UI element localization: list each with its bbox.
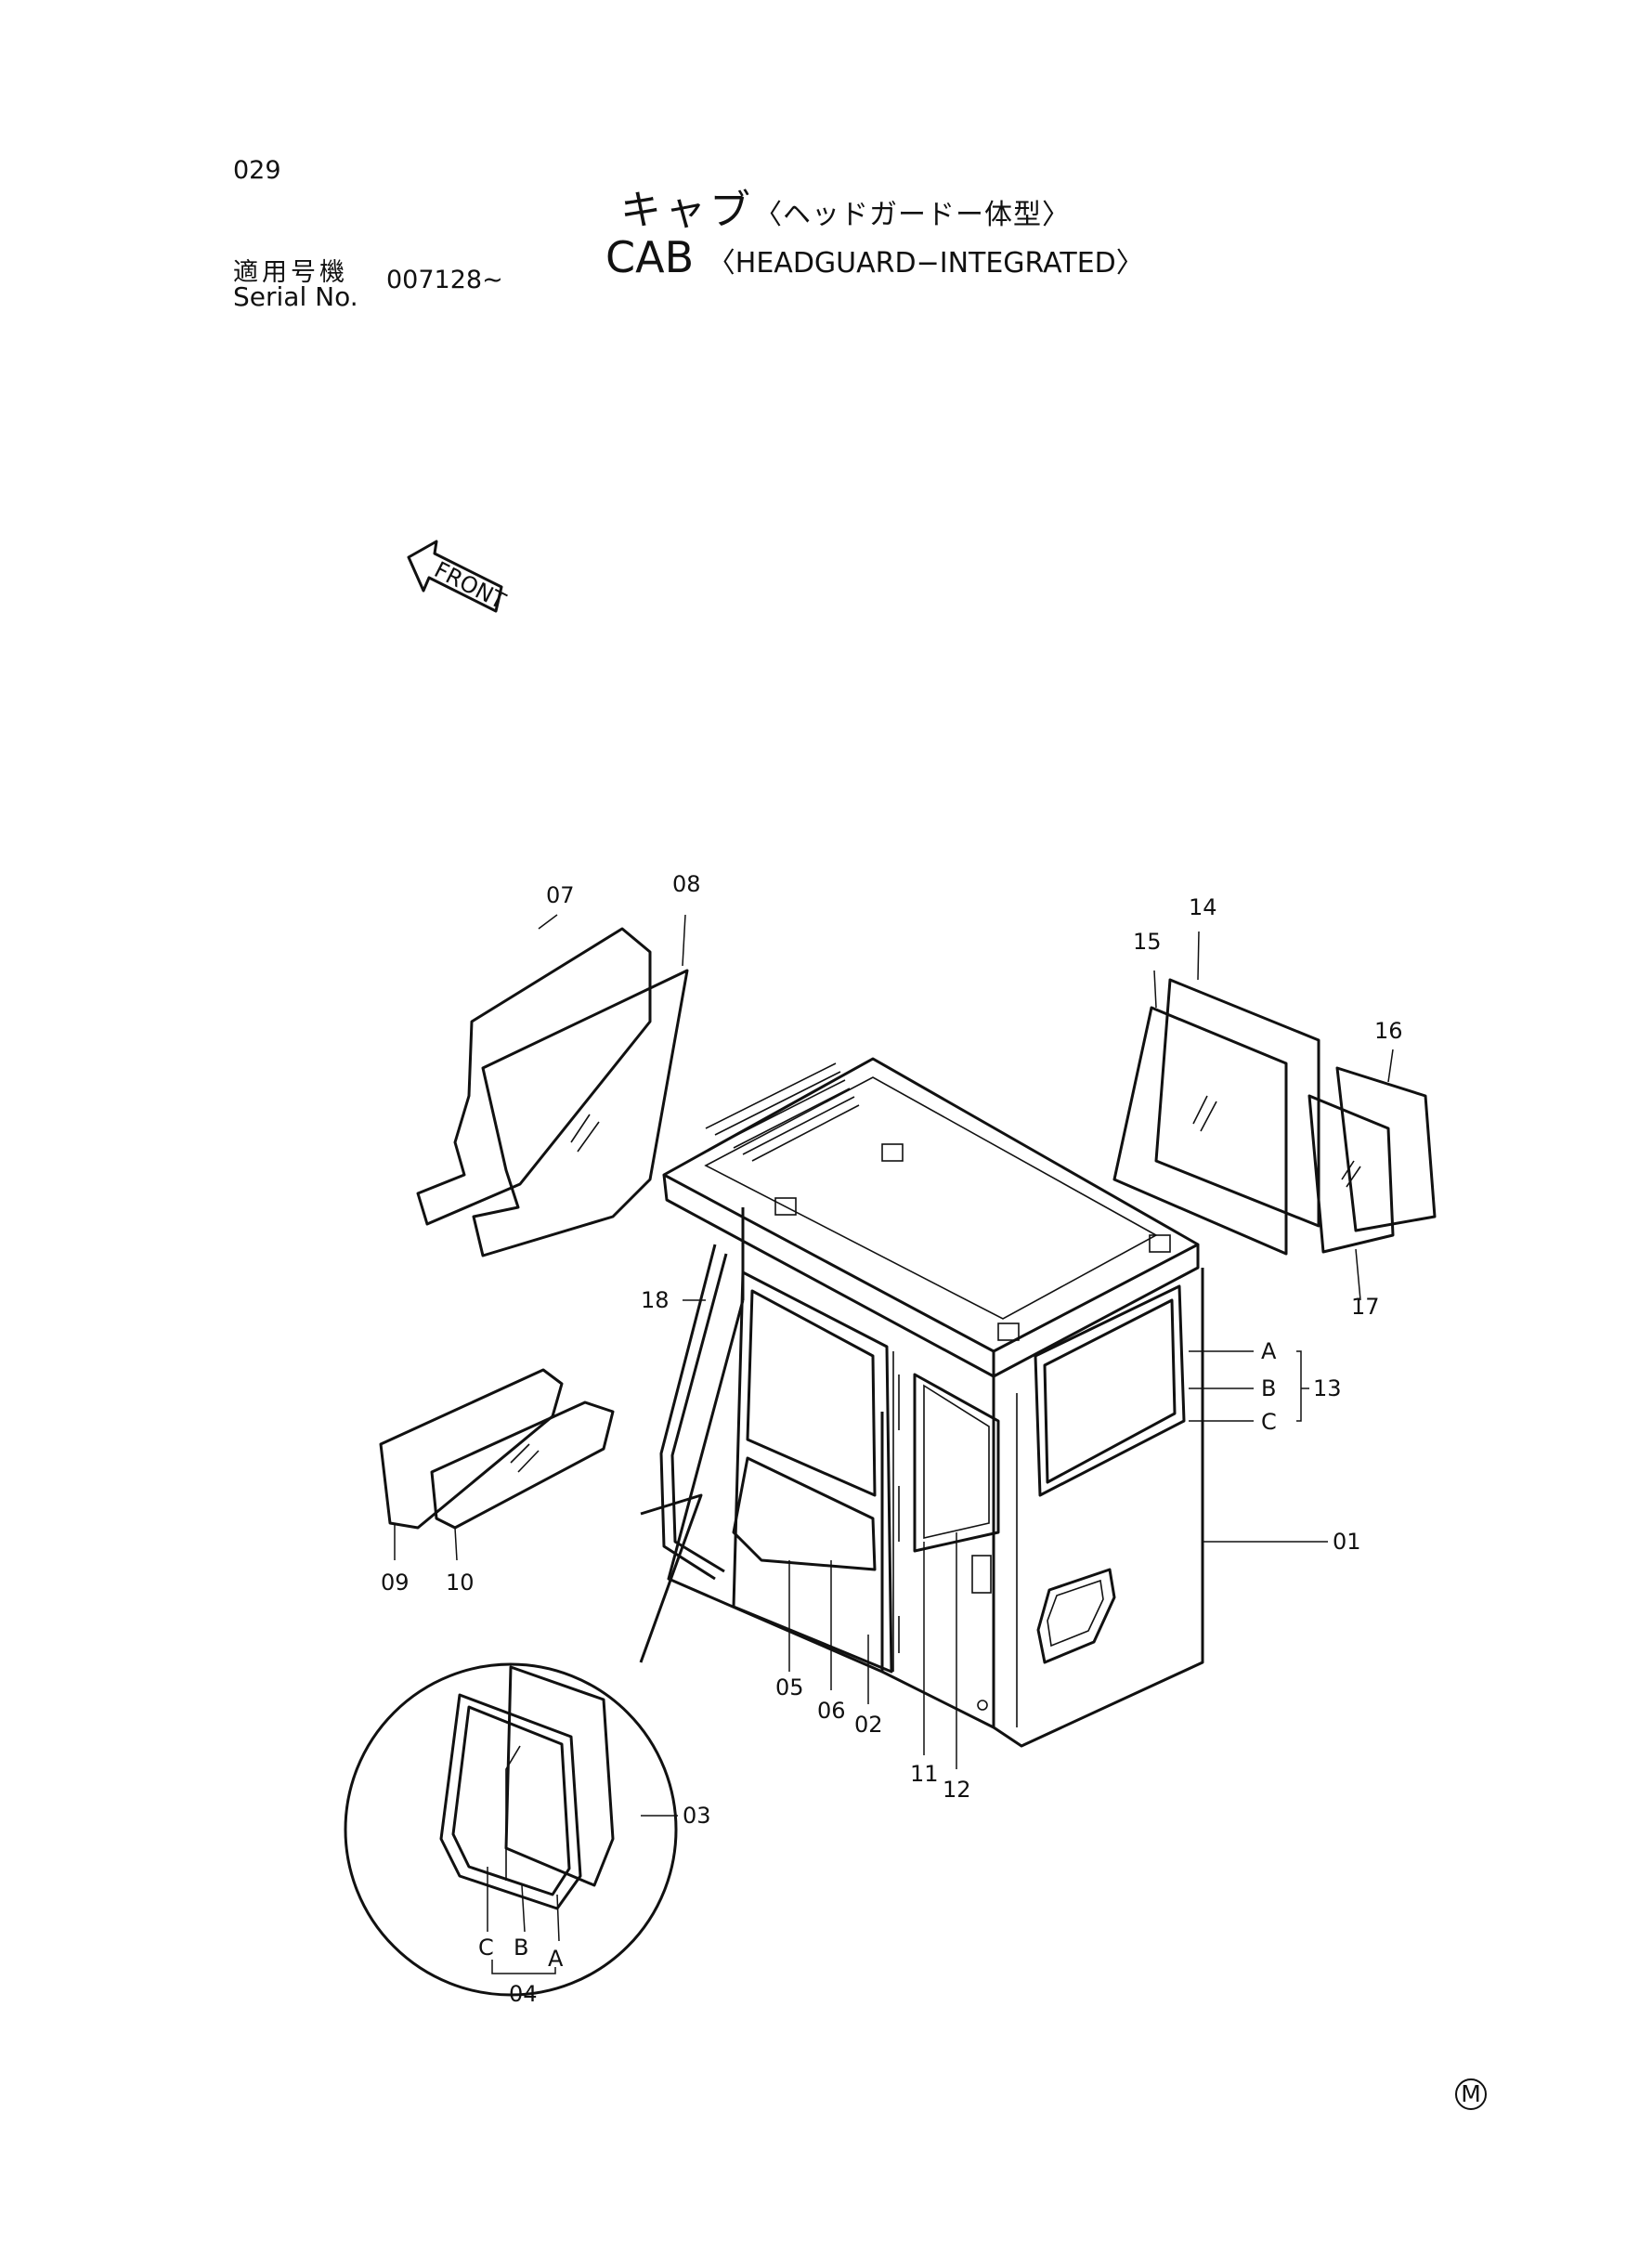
- glass-seal-14: [1154, 978, 1320, 1228]
- cab-roof: [662, 1057, 1200, 1378]
- roof-bracket: [1149, 1234, 1171, 1253]
- callout-02: 02: [854, 1712, 883, 1738]
- front-window-11-12: [913, 1373, 1000, 1553]
- title-en-main: CAB: [605, 232, 695, 282]
- callout-07: 07: [546, 882, 575, 908]
- title-english: CAB 〈HEADGUARD−INTEGRATED〉: [605, 232, 1144, 282]
- glass-seal-07: [416, 927, 652, 1226]
- callout-04: 04: [509, 1981, 538, 2007]
- serial-label-jp: 適用号機: [233, 258, 348, 287]
- callout-10: 10: [446, 1570, 475, 1596]
- title-jp-subtitle: 〈ヘッドガードー体型〉: [754, 199, 1071, 231]
- serial-value: 007128∼: [386, 266, 503, 294]
- rear-glass-14-15: [1112, 978, 1320, 1256]
- roof-vent-slots: [705, 1062, 860, 1162]
- callout-04-c: C: [478, 1935, 494, 1961]
- callout-13-c: C: [1261, 1409, 1277, 1435]
- door-lock: [977, 1700, 988, 1711]
- callout-12: 12: [943, 1777, 971, 1803]
- title-jp-main: キャブ: [620, 187, 754, 234]
- glass-17: [1307, 1094, 1395, 1254]
- front-arrow-icon: FRONT: [407, 540, 510, 615]
- callout-08: 08: [672, 871, 701, 897]
- callout-01: 01: [1333, 1529, 1361, 1555]
- title-japanese: キャブ〈ヘッドガードー体型〉: [620, 176, 1071, 236]
- callout-03: 03: [683, 1803, 711, 1829]
- front-glass-07-08: [416, 927, 689, 1257]
- callout-09: 09: [381, 1570, 410, 1596]
- glass-10: [430, 1401, 615, 1530]
- callout-leaders: [394, 914, 1394, 1974]
- title-en-subtitle: 〈HEADGUARD−INTEGRATED〉: [707, 247, 1144, 280]
- cab-body-01: [667, 1207, 1204, 1748]
- callout-04-b: B: [514, 1935, 528, 1961]
- glass-seal-09: [379, 1368, 564, 1530]
- roof-bracket: [774, 1197, 797, 1216]
- serial-label-en: Serial No.: [233, 281, 358, 312]
- rear-lower-window: [1036, 1568, 1116, 1664]
- side-window-frame: [1034, 1284, 1186, 1497]
- callout-06: 06: [817, 1698, 846, 1724]
- roof-bracket: [881, 1143, 904, 1162]
- page-number: 029: [233, 156, 281, 185]
- callout-11: 11: [910, 1761, 939, 1787]
- callout-17: 17: [1351, 1294, 1380, 1320]
- detail-glass-04: [439, 1693, 582, 1910]
- roof-bracket: [997, 1322, 1020, 1341]
- callout-05: 05: [775, 1674, 804, 1700]
- side-window-glass: [1043, 1298, 1177, 1484]
- m-mark-symbol: M: [1455, 2078, 1487, 2110]
- callout-04-a: A: [548, 1946, 564, 1972]
- door-lower-glass: [732, 1456, 877, 1571]
- detail-pointer: [639, 1493, 703, 1663]
- lower-glass-09-10: [379, 1368, 615, 1530]
- callout-15: 15: [1133, 929, 1162, 955]
- glass-15: [1112, 1006, 1288, 1256]
- glass-08: [472, 969, 689, 1257]
- callout-13-a: A: [1261, 1338, 1277, 1364]
- cab-door-02: [732, 1270, 1000, 1674]
- door-seal-18: [659, 1244, 717, 1581]
- side-glass-16-17: [1307, 1066, 1437, 1254]
- front-label: FRONT: [430, 556, 510, 614]
- door-latch: [971, 1555, 992, 1594]
- callout-13-b: B: [1261, 1375, 1276, 1401]
- callout-18: 18: [641, 1287, 670, 1313]
- callout-16: 16: [1374, 1018, 1403, 1044]
- glass-seal-16: [1335, 1066, 1437, 1232]
- callout-14: 14: [1189, 894, 1217, 920]
- door-upper-glass: [746, 1289, 877, 1497]
- detail-glass-03: [504, 1665, 615, 1887]
- callout-13: 13: [1313, 1375, 1342, 1401]
